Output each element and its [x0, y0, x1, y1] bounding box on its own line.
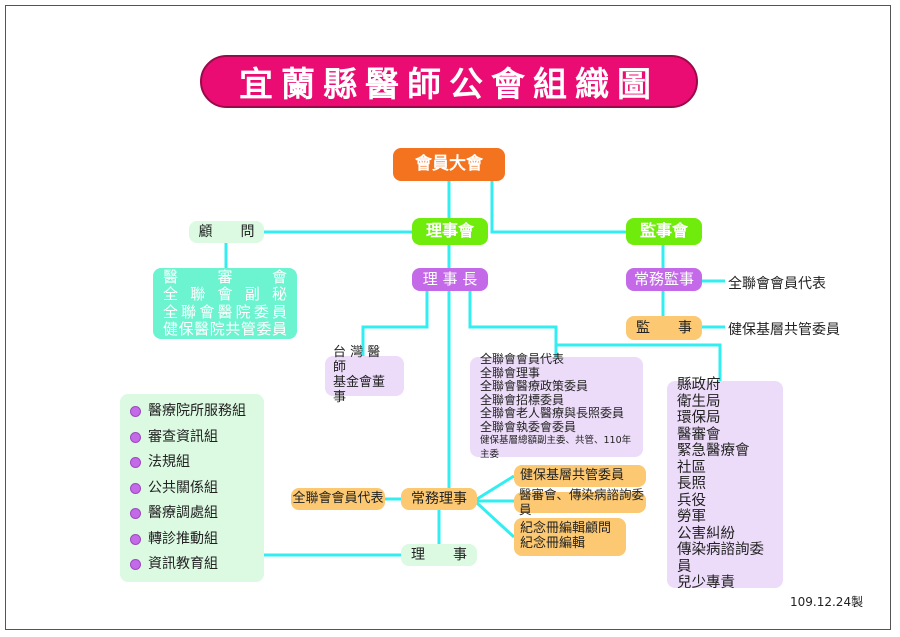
gov-role: 長照 [677, 476, 706, 493]
gov-roles-node: 縣政府 衛生局 環保局 醫審會 緊急醫療會 社區 長照 兵役 勞軍 公害糾紛 傳… [667, 377, 783, 591]
chairman-role: 全聯會會員代表 [480, 352, 565, 366]
line-standing-r1 [476, 474, 515, 501]
group-label: 轉診推動組 [148, 530, 218, 547]
bullet-icon [130, 406, 141, 417]
foundation-line: 台 灣 醫 師 [333, 345, 381, 376]
chairman-node: 理 事 長 [412, 268, 488, 291]
chairman-role: 全聯會老人醫療與長照委員 [480, 406, 625, 420]
group-item: 資訊教育組 [130, 552, 218, 578]
gov-role: 勞軍 [677, 509, 706, 526]
line-assembly-supervisors [490, 181, 626, 234]
chairman-role: 全聯會醫療政策委員 [480, 379, 589, 393]
board-node: 理事會 [412, 218, 488, 245]
line-chairman-roles [468, 291, 558, 357]
group-label: 醫療院所服務組 [148, 403, 246, 420]
chairman-roles-node: 全聯會會員代表 全聯會理事 全聯會醫療政策委員 全聯會招標委員 全聯會老人醫療與… [470, 352, 643, 460]
gov-role: 傳染病諮詢委員 [677, 542, 764, 575]
chart-title: 宜蘭縣醫師公會組織圖 [200, 55, 698, 108]
gov-role: 緊急醫療會 [677, 443, 750, 460]
supervisors-node: 監事會 [626, 218, 702, 245]
group-item: 法規組 [130, 450, 190, 476]
chairman-role: 健保基層總額副主委、共管、110年主委 [480, 435, 632, 460]
gov-role: 環保局 [677, 410, 721, 427]
group-item: 公共關係組 [130, 475, 218, 501]
foundation-line: 基金會董事 [333, 375, 386, 405]
advisor-node: 顧 問 [189, 221, 264, 243]
bullet-icon [130, 482, 141, 494]
gov-role: 衛生局 [677, 393, 721, 410]
memorial-line: 紀念冊編輯顧問 [520, 521, 612, 537]
standing-role-1: 健保基層共管委員 [514, 465, 646, 487]
advisor-role: 全 聯 會 副 秘 [163, 285, 287, 304]
group-label: 公共關係組 [148, 479, 218, 496]
bullet-icon [130, 457, 141, 468]
gov-role: 縣政府 [677, 377, 721, 394]
standing-supervisor-role: 全聯會會員代表 [728, 276, 826, 292]
gov-role: 兵役 [677, 492, 706, 509]
group-label: 法規組 [148, 454, 190, 471]
gov-role: 醫審會 [677, 426, 721, 443]
group-item: 醫療院所服務組 [130, 399, 246, 425]
group-label: 資訊教育組 [148, 556, 218, 573]
general-assembly-node: 會員大會 [393, 148, 505, 181]
advisor-role: 健保醫院共管委員 [163, 319, 287, 338]
memorial-line: 紀念冊編輯 [520, 536, 586, 551]
group-item: 轉診推動組 [130, 526, 218, 552]
bullet-icon [130, 559, 141, 570]
line-standing-r3 [475, 501, 516, 539]
group-label: 醫療調處組 [148, 505, 218, 522]
gov-role: 兒少專責 [677, 575, 735, 592]
chairman-role: 全聯會招標委員 [480, 392, 565, 407]
group-item: 審查資訊組 [130, 424, 218, 450]
bullet-icon [130, 508, 141, 519]
standing-director-node: 常務理事 [401, 488, 477, 510]
chairman-role: 全聯會執委會委員 [480, 419, 577, 434]
advisor-role: 全聯會醫院委員 [163, 302, 287, 321]
standing-role-2: 醫審會、傳染病諮詢委員 [514, 487, 646, 516]
chairman-role: 全聯會理事 [480, 365, 541, 380]
gov-role: 社區 [677, 459, 706, 476]
supervisor-node: 監 事 [626, 316, 702, 340]
standing-director-left-node: 全聯會會員代表 [291, 488, 385, 510]
bullet-icon [130, 533, 141, 545]
bullet-icon [130, 431, 141, 443]
line-chairman-foundation [361, 291, 429, 356]
border-frame [5, 5, 891, 630]
standing-supervisor-node: 常務監事 [626, 268, 702, 291]
gov-role: 公害糾紛 [677, 525, 735, 542]
group-item: 醫療調處組 [130, 501, 218, 527]
advisor-roles-node: 醫 審 會 全 聯 會 副 秘 全聯會醫院委員 健保醫院共管委員 [153, 268, 297, 339]
group-label: 審查資訊組 [148, 428, 218, 445]
memorial-book-node: 紀念冊編輯顧問 紀念冊編輯 [514, 518, 626, 556]
supervisor-role: 健保基層共管委員 [728, 322, 840, 338]
date-mark: 109.12.24製 [790, 595, 864, 609]
foundation-node: 台 灣 醫 師 基金會董事 [325, 345, 404, 405]
director-node: 理 事 [401, 544, 477, 566]
advisor-role: 醫 審 會 [163, 268, 287, 286]
groups-node: 醫療院所服務組 審查資訊組 法規組 公共關係組 醫療調處組 轉診推動組 資訊教育… [120, 394, 264, 582]
line-chairman-gov [556, 343, 722, 381]
